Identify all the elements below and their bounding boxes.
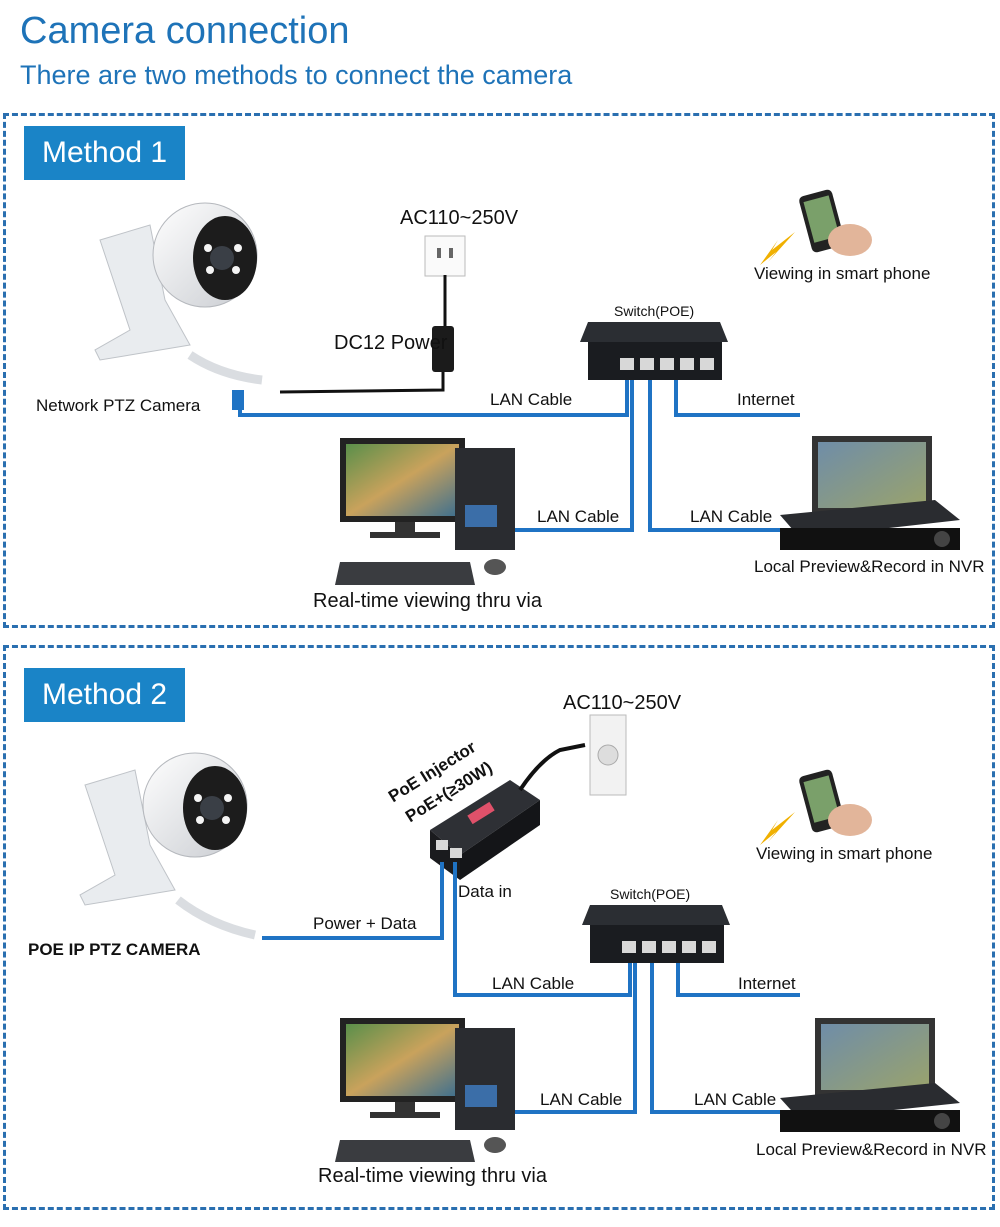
method1-camera [94, 202, 263, 410]
method2-power-data-label: Power + Data [313, 914, 417, 933]
method2-pc-label: Real-time viewing thru via [318, 1165, 547, 1187]
method1-nvr [780, 436, 960, 550]
method2-switch-label: Switch(POE) [610, 886, 691, 902]
method1-panel [3, 113, 995, 628]
method2-computer [335, 1018, 515, 1162]
method2-internet-label: Internet [738, 974, 796, 993]
method2-nvr-label: Local Preview&Record in NVR [756, 1140, 987, 1159]
method1-phone [760, 189, 872, 265]
method1-camera-label: Network PTZ Camera [36, 396, 201, 415]
method2-lan-cable-3: LAN Cable [694, 1090, 777, 1109]
method2-camera-label: POE IP PTZ CAMERA [28, 940, 201, 959]
method1-lan-cable-2: LAN Cable [537, 507, 620, 526]
method2-nvr [780, 1018, 960, 1132]
method2-lightning-icon [760, 812, 795, 845]
method1-lan-cable-1: LAN Cable [490, 390, 573, 409]
method1-power-adapter [432, 326, 454, 372]
method2-cables [262, 862, 800, 1114]
method1-power-outlet [279, 235, 466, 394]
method1-switch-label: Switch(POE) [614, 303, 695, 319]
method1-nvr-label: Local Preview&Record in NVR [754, 557, 985, 576]
method2-phone-label: Viewing in smart phone [756, 844, 933, 863]
method2-poe-injector [430, 743, 586, 880]
method2-power-outlet [589, 714, 627, 796]
method1-switch [580, 322, 728, 380]
method1-adapter-label: DC12 Power [334, 332, 448, 354]
method2-tag: Method 2 [24, 668, 186, 722]
method2-camera [79, 752, 256, 940]
method2-phone [760, 769, 872, 845]
page-title: Camera connection [20, 10, 350, 52]
method1-tag: Method 1 [24, 126, 186, 180]
method1-lightning-icon [760, 232, 795, 265]
method1-pc-label: Real-time viewing thru via [313, 590, 542, 612]
method1-internet-label: Internet [737, 390, 795, 409]
method2-power-label: AC110~250V [563, 692, 682, 714]
page-subtitle: There are two methods to connect the cam… [20, 60, 573, 90]
method2-data-in-label: Data in [458, 882, 512, 901]
method1-computer [335, 438, 515, 585]
method2-panel [3, 645, 995, 1210]
method1-lan-cable-3: LAN Cable [690, 507, 773, 526]
method2-lan-cable-1: LAN Cable [492, 974, 575, 993]
method1-cables [238, 380, 800, 532]
method1-power-label: AC110~250V [400, 207, 519, 229]
method1-phone-label: Viewing in smart phone [754, 264, 931, 283]
method2-switch [582, 905, 730, 963]
method2-lan-cable-2: LAN Cable [540, 1090, 623, 1109]
